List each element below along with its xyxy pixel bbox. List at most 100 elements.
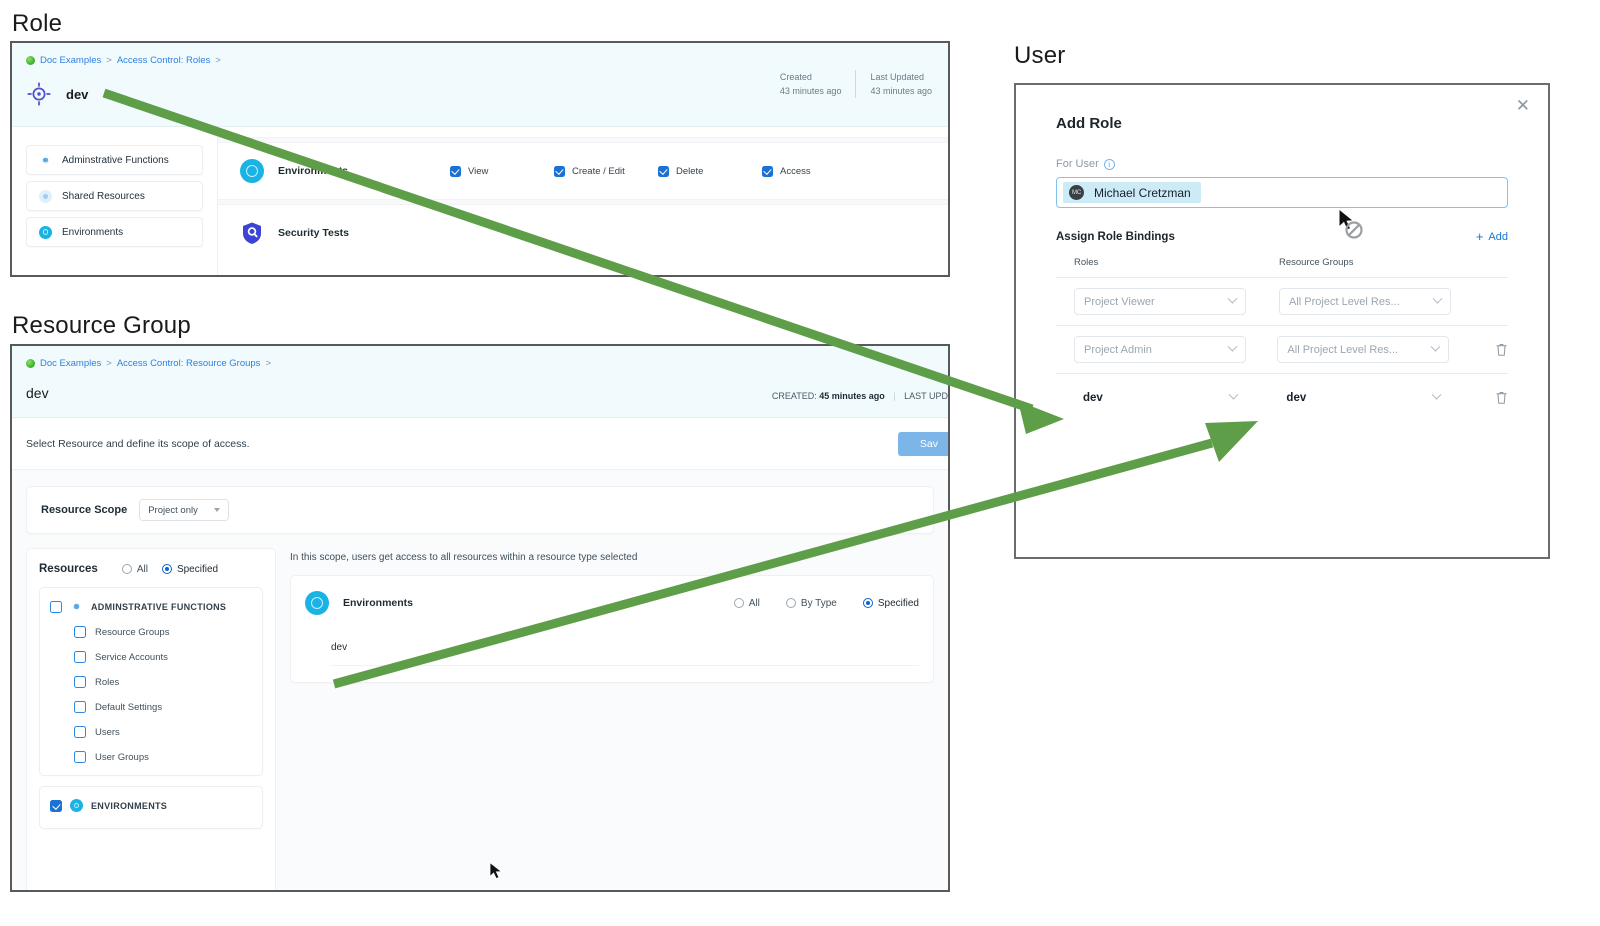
resource-group-header-row[interactable]: ADMINSTRATIVE FUNCTIONS (50, 600, 252, 613)
env-option-by-type[interactable]: By Type (785, 598, 837, 609)
resource-item-service-accounts[interactable]: Service Accounts (74, 651, 252, 663)
env-option-specified[interactable]: Specified (862, 598, 919, 609)
resource-group-meta: CREATED: 45 minutes ago | LAST UPD (772, 391, 948, 401)
resources-option-specified[interactable]: Specified (161, 563, 219, 575)
radio-selected-icon[interactable] (161, 564, 172, 574)
breadcrumb-section[interactable]: Access Control: Roles (116, 55, 211, 66)
chevron-down-icon (1227, 341, 1238, 352)
checkbox-icon[interactable] (74, 676, 86, 688)
resource-item-label: Resource Groups (95, 626, 170, 638)
permission-checkboxes: View Create / Edit Delete Access (450, 165, 930, 177)
checkbox-label: View (468, 165, 489, 177)
resource-group-lower: Resources All Specified (12, 548, 948, 890)
cell-role: Project Viewer (1074, 288, 1279, 315)
role-category-adminstrative-functions[interactable]: Adminstrative Functions (26, 145, 203, 175)
user-chip[interactable]: MC Michael Cretzman (1063, 182, 1201, 203)
resource-scope-select[interactable]: Project only (139, 499, 229, 521)
breadcrumb-separator-2: > (265, 358, 271, 369)
checkbox-checked-icon[interactable] (450, 165, 461, 177)
resource-group-value: dev (1286, 391, 1307, 404)
checkbox-icon[interactable] (74, 726, 86, 738)
checkbox-checked-icon[interactable] (50, 799, 62, 812)
breadcrumb-project[interactable]: Doc Examples (40, 358, 102, 369)
resource-item-roles[interactable]: Roles (74, 676, 252, 688)
list-item[interactable]: dev (331, 636, 919, 666)
role-title-row: dev (26, 81, 932, 107)
add-button-label: Add (1488, 230, 1508, 243)
role-category-label: Shared Resources (62, 190, 145, 202)
checkbox-create-edit[interactable]: Create / Edit (554, 165, 658, 177)
breadcrumb[interactable]: Doc Examples > Access Control: Resource … (26, 358, 934, 369)
role-value: dev (1083, 391, 1103, 404)
project-dot-icon (26, 359, 35, 368)
chevron-down-icon (1432, 293, 1443, 304)
environments-scope-header: Environments All By Type (291, 576, 933, 630)
radio-label: Specified (176, 563, 219, 575)
rg-updated-label: LAST UPD (904, 391, 948, 401)
checkbox-checked-icon[interactable] (554, 165, 565, 177)
checkbox-delete[interactable]: Delete (658, 165, 762, 177)
shared-resources-icon (39, 189, 52, 203)
checkbox-view[interactable]: View (450, 165, 554, 177)
checkbox-icon[interactable] (74, 651, 86, 663)
caption-user: User (1014, 42, 1066, 69)
user-select-field[interactable]: MC Michael Cretzman (1056, 177, 1508, 208)
role-permissions: Environments View Create / Edit (218, 127, 948, 275)
checkbox-label: Access (780, 165, 811, 177)
save-button[interactable]: Sav (897, 432, 948, 456)
table-row: Project Admin All Project Level Res... (1056, 325, 1508, 373)
role-meta: Created 43 minutes ago Last Updated 43 m… (766, 70, 946, 98)
env-option-all[interactable]: All (733, 598, 760, 609)
resource-item-user-groups[interactable]: User Groups (74, 751, 252, 763)
delete-icon[interactable] (1495, 390, 1508, 405)
radio-icon[interactable] (733, 598, 744, 608)
caption-role: Role (12, 10, 63, 37)
permission-row-name: Environments (240, 159, 450, 183)
add-binding-button[interactable]: + Add (1476, 230, 1508, 243)
role-select[interactable]: dev (1074, 384, 1246, 411)
cell-resource-group: All Project Level Res... (1277, 336, 1461, 363)
resource-group-select[interactable]: dev (1277, 384, 1449, 411)
role-category-shared-resources[interactable]: Shared Resources (26, 181, 203, 211)
checkbox-icon[interactable] (74, 626, 86, 638)
resource-item-default-settings[interactable]: Default Settings (74, 701, 252, 713)
role-category-environments[interactable]: Environments (26, 217, 203, 247)
breadcrumb[interactable]: Doc Examples > Access Control: Roles > (26, 55, 932, 66)
breadcrumb-project[interactable]: Doc Examples (40, 55, 102, 66)
checkbox-checked-icon[interactable] (762, 165, 773, 177)
resource-group-environments: ENVIRONMENTS (39, 786, 263, 829)
resource-item-users[interactable]: Users (74, 726, 252, 738)
checkbox-icon[interactable] (74, 701, 86, 713)
role-select[interactable]: Project Viewer (1074, 288, 1246, 315)
checkbox-access[interactable]: Access (762, 165, 866, 177)
breadcrumb-separator-2: > (215, 55, 221, 66)
resource-group-select[interactable]: All Project Level Res... (1277, 336, 1450, 363)
permission-row-security-tests: Security Tests (218, 205, 948, 261)
resource-item-label: Service Accounts (95, 651, 168, 663)
close-icon[interactable]: ✕ (1515, 96, 1530, 115)
radio-icon[interactable] (121, 564, 132, 574)
checkbox-checked-icon[interactable] (658, 165, 669, 177)
role-category-label: Environments (62, 226, 124, 238)
radio-selected-icon[interactable] (862, 598, 873, 608)
radio-icon[interactable] (785, 598, 796, 608)
info-icon[interactable]: i (1103, 158, 1115, 170)
cell-role: dev (1074, 384, 1277, 411)
resource-group-select[interactable]: All Project Level Res... (1279, 288, 1451, 315)
delete-icon[interactable] (1495, 342, 1508, 357)
table-row: Project Viewer All Project Level Res... (1056, 277, 1508, 325)
security-tests-shield-icon (240, 221, 264, 245)
resource-item-resource-groups[interactable]: Resource Groups (74, 626, 252, 638)
role-name: dev (66, 86, 89, 102)
breadcrumb-section[interactable]: Access Control: Resource Groups (116, 358, 261, 369)
role-select[interactable]: Project Admin (1074, 336, 1246, 363)
checkbox-label: Delete (676, 165, 704, 177)
permission-row-environments: Environments View Create / Edit (218, 143, 948, 199)
checkbox-icon[interactable] (74, 751, 86, 763)
checkbox-icon[interactable] (50, 600, 62, 613)
environments-icon (39, 225, 52, 239)
resource-group-header-row[interactable]: ENVIRONMENTS (50, 799, 252, 812)
resources-option-all[interactable]: All (121, 564, 148, 575)
resource-group-subtitle: Select Resource and define its scope of … (26, 437, 250, 450)
